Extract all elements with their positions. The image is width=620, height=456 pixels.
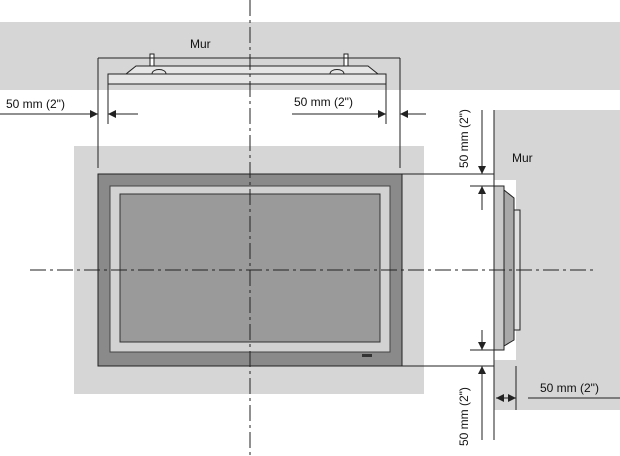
side-dimension-lines bbox=[402, 110, 620, 440]
wall-label-side: Mur bbox=[512, 151, 533, 165]
clearance-label-side-top: 50 mm (2") bbox=[457, 109, 471, 168]
clearance-label-top-right: 50 mm (2") bbox=[294, 95, 353, 109]
top-dimension-arrows bbox=[90, 110, 408, 118]
wall-label-top: Mur bbox=[190, 37, 211, 51]
clearance-label-top-left: 50 mm (2") bbox=[6, 97, 65, 111]
clearance-label-side-bottom: 50 mm (2") bbox=[457, 387, 471, 446]
top-dimension-lines bbox=[0, 57, 426, 168]
display-side-view bbox=[493, 185, 521, 351]
clearance-label-bottom-right: 50 mm (2") bbox=[540, 381, 599, 395]
display-top-view bbox=[107, 53, 387, 85]
side-dimension-arrows bbox=[478, 166, 516, 402]
centre-lines bbox=[30, 0, 594, 456]
